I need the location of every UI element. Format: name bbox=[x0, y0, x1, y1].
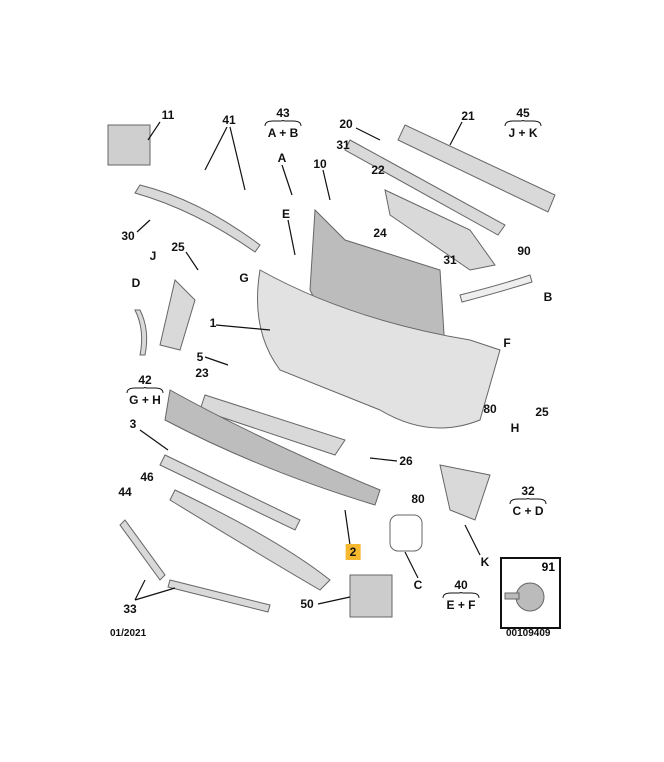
footer-reference: 00109409 bbox=[506, 628, 551, 639]
brace-icon bbox=[264, 120, 302, 126]
callout-A: A bbox=[277, 151, 287, 165]
part-20-absorber bbox=[344, 139, 506, 236]
part-44-strip bbox=[119, 519, 166, 581]
callout-11: 11 bbox=[161, 108, 175, 122]
part-D-seal bbox=[134, 309, 148, 356]
group-number: 32 bbox=[521, 484, 535, 498]
part-31-strip bbox=[459, 274, 533, 303]
brace-icon bbox=[509, 498, 547, 504]
group-42: 42 G + H bbox=[125, 373, 165, 407]
group-refs: G + H bbox=[129, 393, 161, 407]
group-45: 45 J + K bbox=[503, 106, 543, 140]
callout-H: H bbox=[510, 421, 520, 435]
leader-lines bbox=[134, 121, 481, 605]
callout-K: K bbox=[480, 555, 490, 569]
callout-G: G bbox=[239, 271, 249, 285]
part-J-bracket bbox=[159, 279, 196, 351]
callout-23: 23 bbox=[195, 366, 209, 380]
inset-box-91: 91 bbox=[500, 557, 561, 629]
callout-21: 21 bbox=[461, 109, 475, 123]
callout-25b: 25 bbox=[535, 405, 549, 419]
group-number: 40 bbox=[454, 578, 468, 592]
callout-D: D bbox=[131, 276, 141, 290]
callout-31b: 31 bbox=[443, 253, 457, 267]
part-21-reinforcement bbox=[397, 124, 556, 213]
part-50-kit bbox=[349, 574, 393, 618]
part-C-frame bbox=[389, 514, 423, 552]
callout-30: 30 bbox=[121, 229, 135, 243]
group-refs: A + B bbox=[267, 126, 299, 140]
callout-50: 50 bbox=[300, 597, 314, 611]
part-33-strip bbox=[167, 579, 271, 613]
group-number: 45 bbox=[516, 106, 530, 120]
brace-icon bbox=[442, 592, 480, 598]
group-number: 43 bbox=[276, 106, 290, 120]
callout-24: 24 bbox=[373, 226, 387, 240]
part-23-support bbox=[199, 394, 346, 456]
callout-80b: 80 bbox=[411, 492, 425, 506]
callout-C: C bbox=[413, 578, 423, 592]
callout-33: 33 bbox=[123, 602, 137, 616]
callout-20: 20 bbox=[339, 117, 353, 131]
callout-46: 46 bbox=[140, 470, 154, 484]
group-refs: E + F bbox=[446, 598, 476, 612]
group-43: 43 A + B bbox=[263, 106, 303, 140]
group-refs: J + K bbox=[508, 126, 538, 140]
callout-80: 80 bbox=[483, 402, 497, 416]
brace-icon bbox=[126, 387, 164, 393]
brace-icon bbox=[504, 120, 542, 126]
callout-91: 91 bbox=[541, 560, 555, 574]
callout-2-highlighted[interactable]: 2 bbox=[345, 544, 361, 560]
callout-31: 31 bbox=[336, 138, 350, 152]
part-30-grille-trim bbox=[134, 184, 261, 253]
part-3-lower-grille bbox=[164, 389, 381, 506]
group-number: 42 bbox=[138, 373, 152, 387]
callout-F: F bbox=[503, 336, 511, 350]
group-32: 32 C + D bbox=[508, 484, 548, 518]
callout-90: 90 bbox=[517, 244, 531, 258]
callout-3: 3 bbox=[129, 417, 137, 431]
footer-date: 01/2021 bbox=[110, 628, 147, 639]
callout-B: B bbox=[543, 290, 553, 304]
callout-26: 26 bbox=[399, 454, 413, 468]
group-refs: C + D bbox=[512, 504, 544, 518]
callout-E: E bbox=[281, 207, 291, 221]
callout-22: 22 bbox=[371, 163, 385, 177]
part-11-label-plate bbox=[107, 124, 151, 166]
callout-44: 44 bbox=[118, 485, 132, 499]
callout-10: 10 bbox=[313, 157, 327, 171]
callout-41: 41 bbox=[222, 113, 236, 127]
callout-5: 5 bbox=[196, 350, 204, 364]
callout-25: 25 bbox=[171, 240, 185, 254]
part-22-bracket bbox=[384, 189, 496, 271]
part-2-lower-bumper bbox=[169, 489, 331, 591]
group-40: 40 E + F bbox=[441, 578, 481, 612]
part-46-skid bbox=[159, 454, 301, 531]
part-1-bumper bbox=[257, 269, 501, 429]
part-K-bracket bbox=[439, 464, 491, 521]
callout-J: J bbox=[149, 249, 157, 263]
callout-1: 1 bbox=[209, 316, 217, 330]
